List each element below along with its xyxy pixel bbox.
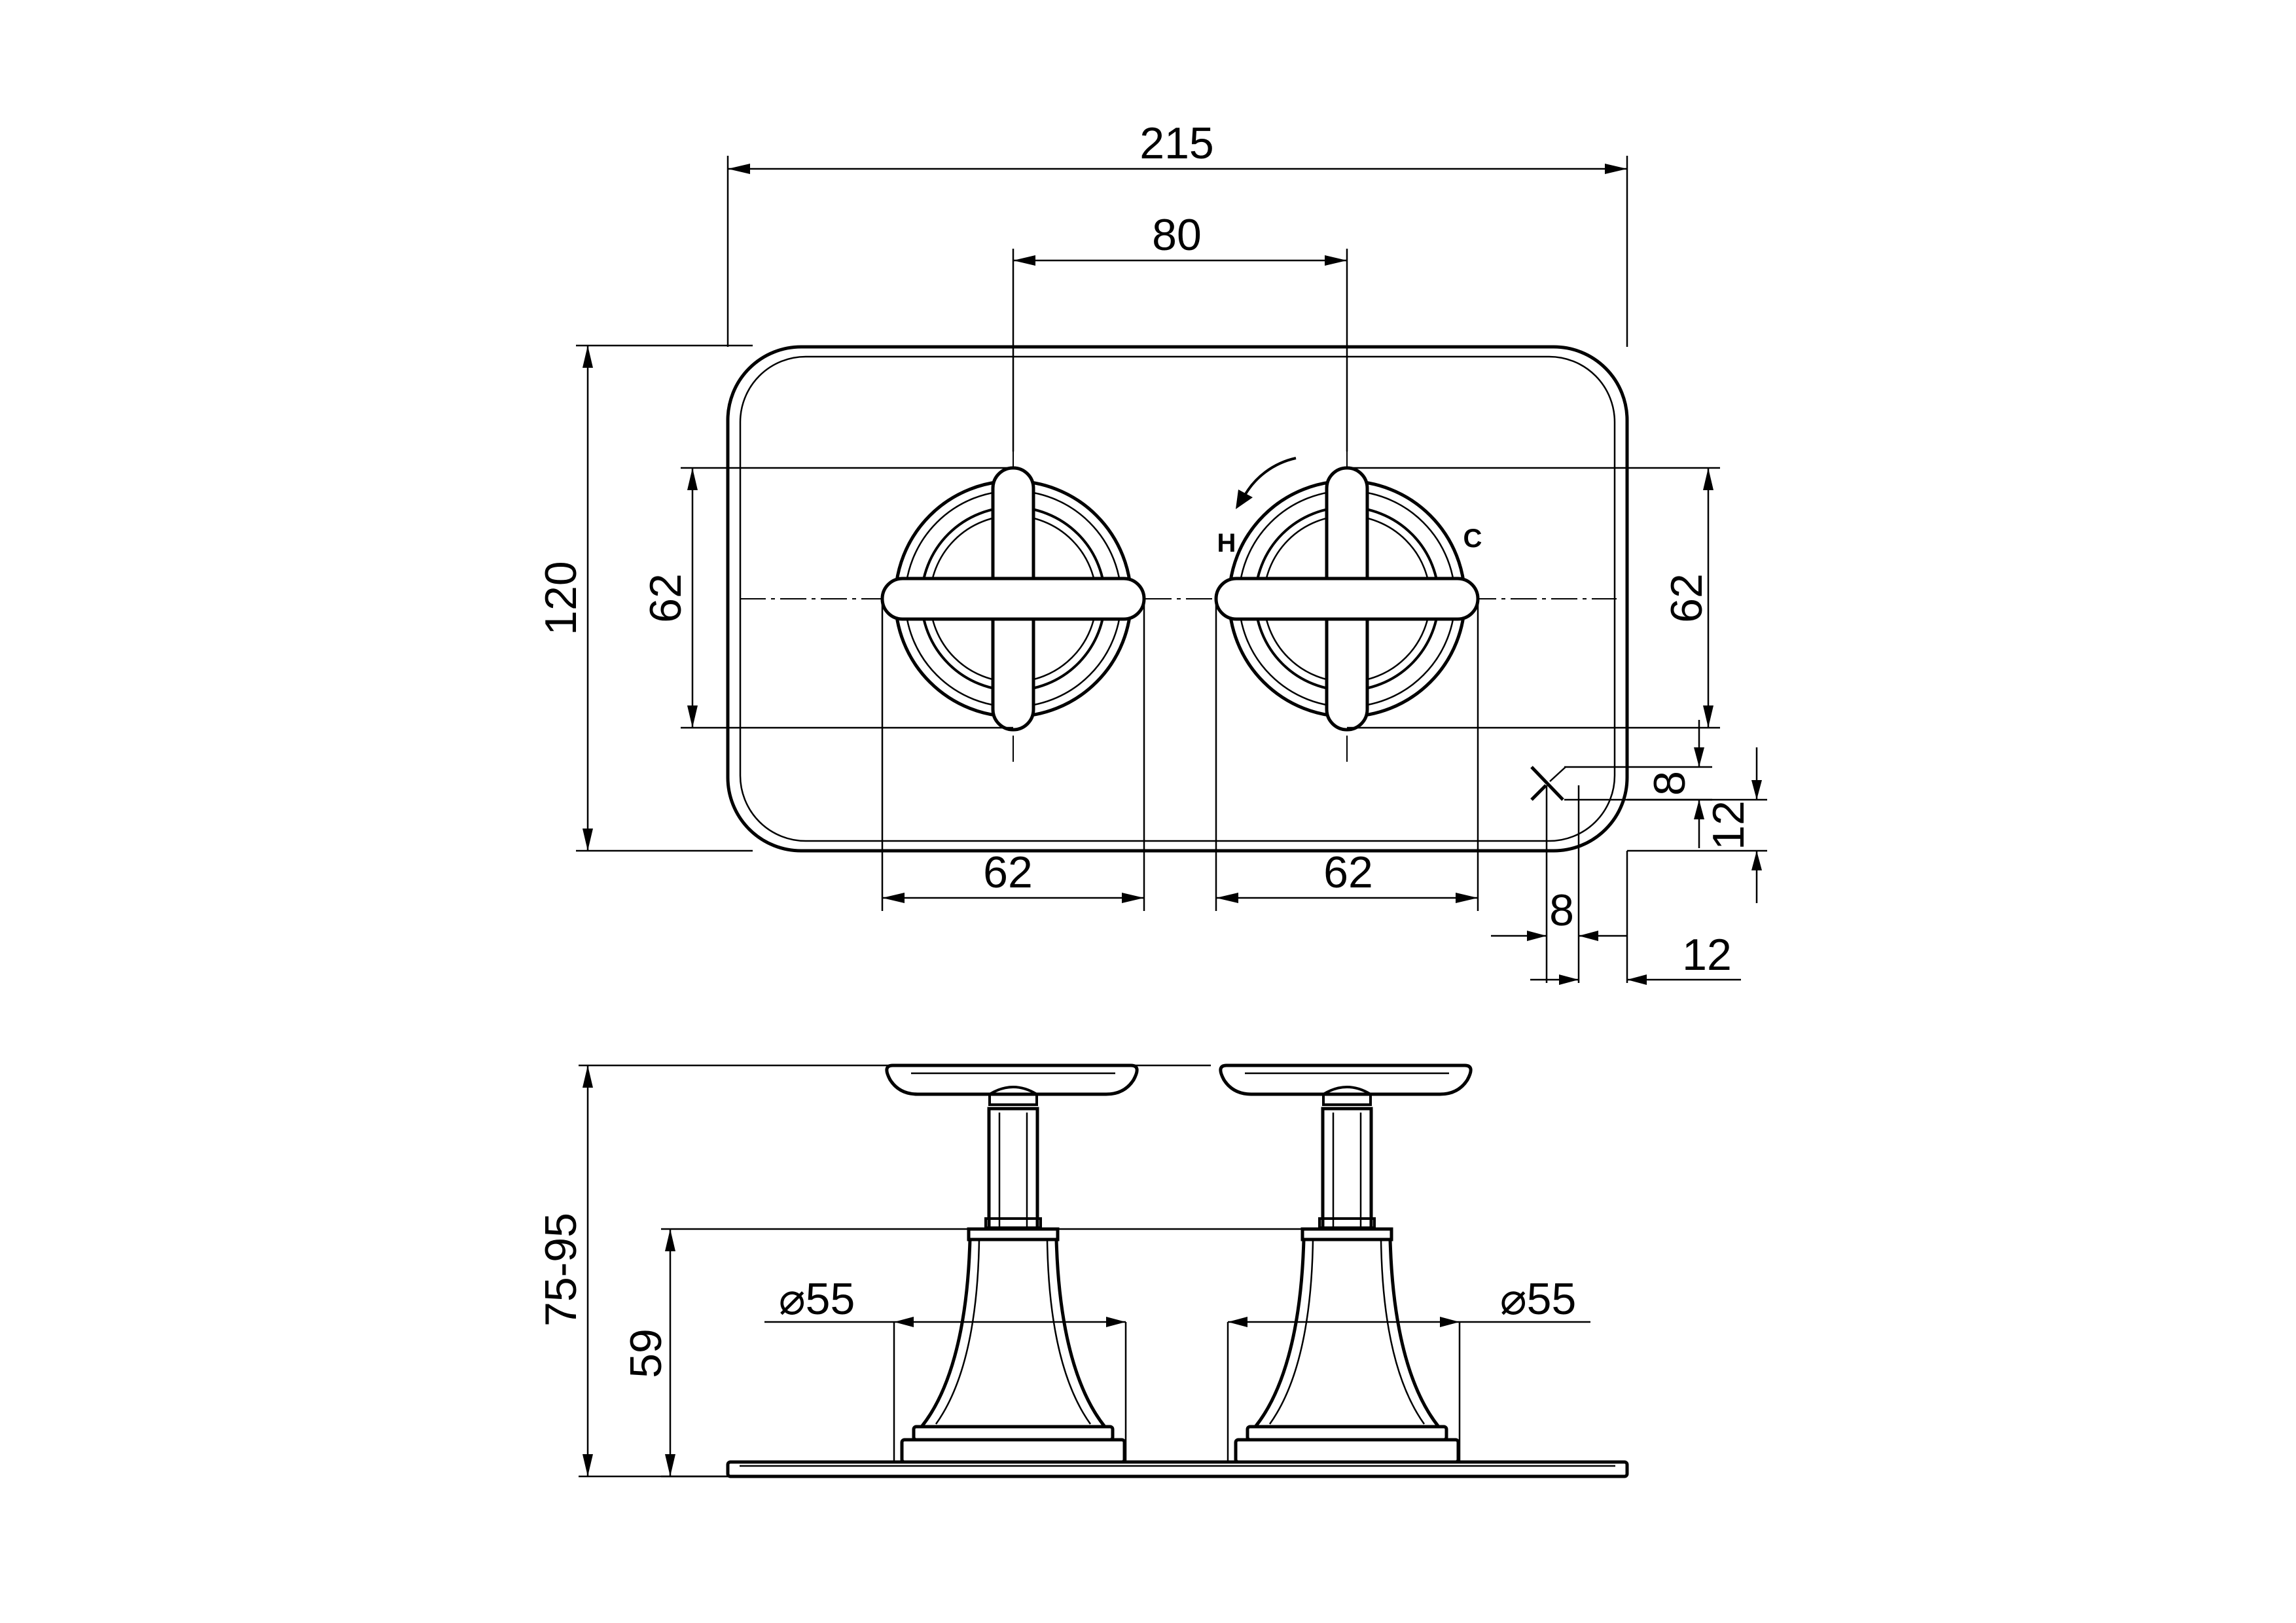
dim-logo-offset-horizontal: 8 xyxy=(1491,785,1627,983)
right-valve-side xyxy=(1219,1063,1473,1464)
dim-body-height: 59 xyxy=(621,1228,1302,1478)
dim-overall-width: 215 xyxy=(726,118,1628,347)
dim-handle-spacing: 80 xyxy=(1012,210,1348,452)
dim-handle-width-right: 62 xyxy=(1215,599,1479,911)
dim-corner-offset-vertical: 12 xyxy=(1627,747,1767,903)
dim-base-diameter-right: ⌀55 xyxy=(1227,1274,1590,1462)
dim-base-diameter-left: ⌀55 xyxy=(764,1274,1127,1462)
rotation-arrow xyxy=(1236,457,1297,509)
right-cross-handle xyxy=(1214,466,1480,732)
dim-plate-height: 120 xyxy=(536,344,753,852)
hot-marker: H xyxy=(1217,529,1236,558)
dim-projection-range-label: 75-95 xyxy=(536,1213,586,1327)
dim-handle-width-left-label: 62 xyxy=(983,847,1033,897)
dim-corner-offset-vertical-label: 12 xyxy=(1704,800,1753,850)
dim-handle-height-left: 62 xyxy=(641,467,1013,729)
dim-corner-offset-horizontal: 12 xyxy=(1530,851,1741,985)
dim-handle-height-right-label: 62 xyxy=(1662,573,1712,623)
dim-body-height-label: 59 xyxy=(621,1329,671,1378)
left-cross-handle xyxy=(880,466,1146,732)
cold-marker: C xyxy=(1463,524,1482,553)
side-view: 75-95 59 ⌀55 ⌀55 xyxy=(536,1063,1629,1478)
dim-plate-height-label: 120 xyxy=(536,561,586,635)
dim-corner-offset-horizontal-label: 12 xyxy=(1682,930,1732,980)
dim-handle-height-left-label: 62 xyxy=(641,573,691,623)
centerlines xyxy=(740,452,1617,766)
dim-logo-offset-vertical-label: 8 xyxy=(1645,771,1695,796)
dim-projection-range: 75-95 xyxy=(536,1064,1211,1478)
dim-handle-width-right-label: 62 xyxy=(1323,847,1373,897)
dim-logo-offset-horizontal-label: 8 xyxy=(1549,885,1574,935)
logo-mark-icon xyxy=(1530,766,1566,801)
dim-handle-width-left: 62 xyxy=(881,599,1145,911)
dim-handle-spacing-label: 80 xyxy=(1152,210,1202,260)
dim-handle-height-right: 62 xyxy=(1347,467,1720,729)
dim-base-diameter-right-label: ⌀55 xyxy=(1500,1274,1577,1324)
side-base-plate xyxy=(726,1460,1629,1478)
dim-overall-width-label: 215 xyxy=(1139,118,1213,168)
left-valve-side xyxy=(885,1063,1139,1464)
top-view: H C 215 80 xyxy=(536,118,1767,985)
dim-base-diameter-left-label: ⌀55 xyxy=(779,1274,855,1324)
